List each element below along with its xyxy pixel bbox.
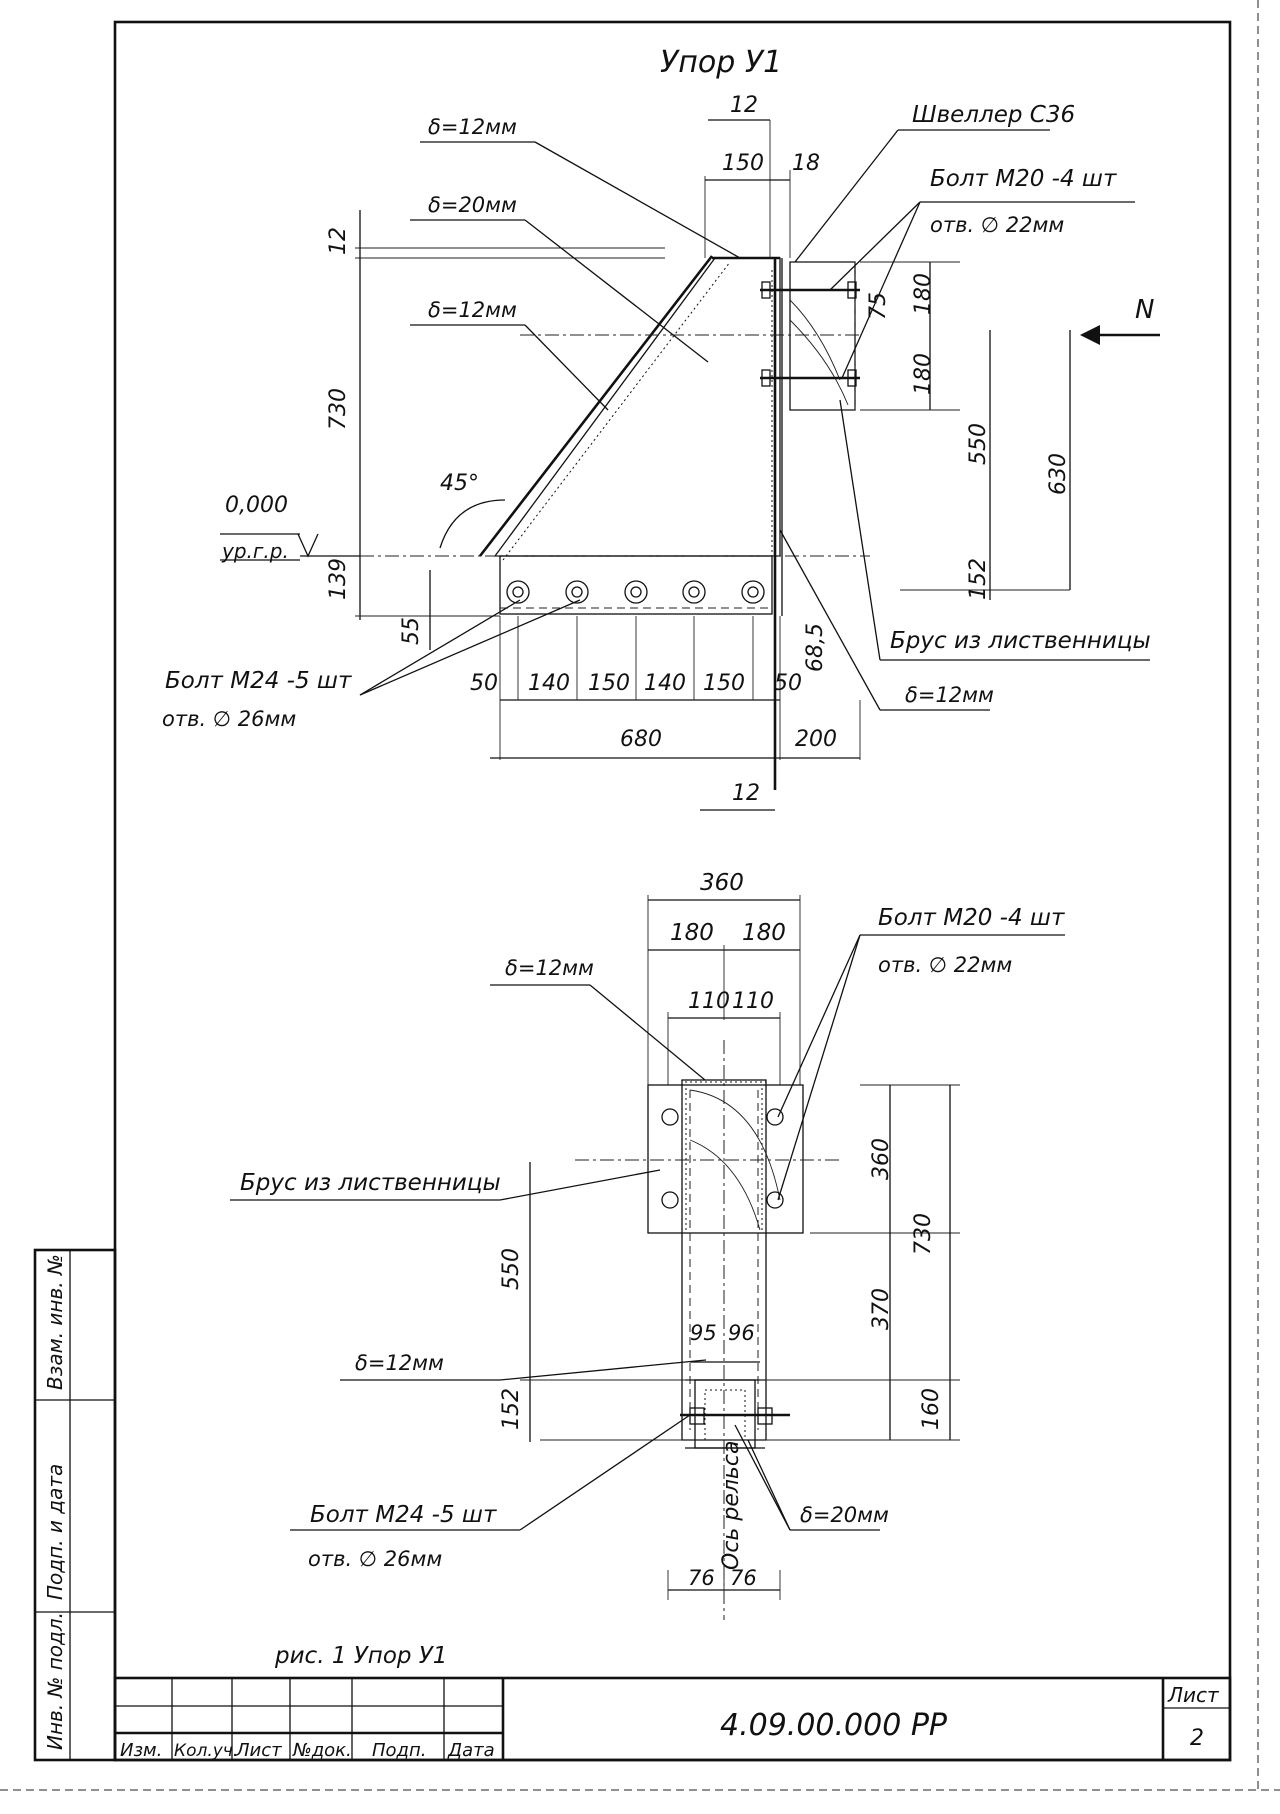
side-dimensions xyxy=(355,119,1071,811)
dim-b150a: 150 xyxy=(588,671,630,696)
dim-r180a: 180 xyxy=(911,273,936,315)
force-label: N xyxy=(1135,295,1154,325)
base-beam xyxy=(499,555,773,615)
side-leaders xyxy=(359,129,1150,711)
dim-w180a: 180 xyxy=(670,920,714,946)
side-view: 0,000 ур.г.р. 45° N xyxy=(162,93,1160,811)
dim-b680: 680 xyxy=(620,727,662,752)
dim-w360: 360 xyxy=(700,870,744,896)
label-rail-axis: Ось рельса xyxy=(719,1441,744,1570)
dim-w110b: 110 xyxy=(732,989,774,1014)
dim-w18: 18 xyxy=(792,151,820,176)
col-koluch: Кол.уч. xyxy=(174,1741,238,1761)
label-bolt-m20: Болт М20 -4 шт xyxy=(930,166,1117,192)
dim-h730: 730 xyxy=(911,1213,936,1255)
col-izm: Изм. xyxy=(120,1740,162,1761)
dim-l550: 550 xyxy=(499,1248,524,1290)
label-plan-plate-bottom: δ=20мм xyxy=(800,1503,889,1527)
dim-w76b: 76 xyxy=(730,1566,757,1590)
label-plate-12-slope: δ=12мм xyxy=(428,298,517,322)
plan-view: 360 180 180 110 110 360 730 370 160 550 … xyxy=(230,870,1065,1620)
col-data: Дата xyxy=(447,1740,495,1761)
label-plan-bolt-m24: Болт М24 -5 шт xyxy=(310,1502,497,1528)
document-code: 4.09.00.000 РР xyxy=(720,1708,948,1743)
dim-top-12: 12 xyxy=(730,93,758,118)
label-plan-timber: Брус из лиственницы xyxy=(240,1170,501,1196)
label-plate-12-right: δ=12мм xyxy=(905,683,994,707)
dim-r630: 630 xyxy=(1046,453,1071,495)
dim-w150: 150 xyxy=(722,151,764,176)
channel-flange xyxy=(647,1084,804,1234)
dim-w96: 96 xyxy=(728,1321,755,1345)
dim-h730: 730 xyxy=(326,388,351,430)
label-bolt-m24: Болт М24 -5 шт xyxy=(165,668,352,694)
dim-w180b: 180 xyxy=(742,920,786,946)
bolts-m20-plan xyxy=(661,1108,784,1209)
channel-c36 xyxy=(789,261,856,411)
dim-w76a: 76 xyxy=(688,1566,715,1590)
plan-leaders xyxy=(230,934,1065,1531)
label-hole-26: отв. ∅ 26мм xyxy=(162,707,296,731)
label-plan-plate-top: δ=12мм xyxy=(505,956,594,980)
dim-b150b: 150 xyxy=(703,671,745,696)
dim-b50b: 50 xyxy=(774,671,802,696)
gusset-plate xyxy=(493,257,781,557)
stamp-inv-original: Инв. № подл. xyxy=(43,1612,67,1750)
stamp-sign-date: Подп. и дата xyxy=(43,1464,67,1600)
bolt-m24-row xyxy=(506,580,765,604)
level-label: ур.г.р. xyxy=(221,539,289,563)
label-plan-hole-22: отв. ∅ 22мм xyxy=(878,953,1012,977)
ground-level-mark: 0,000 ур.г.р. xyxy=(220,493,360,563)
dim-l152: 152 xyxy=(499,1388,524,1430)
dim-w110a: 110 xyxy=(688,989,730,1014)
dim-h370: 370 xyxy=(869,1288,894,1330)
label-plan-hole-26: отв. ∅ 26мм xyxy=(308,1547,442,1571)
dim-b200: 200 xyxy=(795,727,837,752)
sheet-number: 2 xyxy=(1190,1726,1204,1751)
stamp-replace-inv: Взам. инв. № xyxy=(43,1254,67,1390)
dim-r152: 152 xyxy=(966,558,991,600)
side-stamp: Взам. инв. № Подп. и дата Инв. № подл. xyxy=(33,1248,117,1762)
sheet-label: Лист xyxy=(1167,1683,1220,1707)
col-ndok: №док. xyxy=(292,1740,352,1761)
label-plate-12-top: δ=12мм xyxy=(428,115,517,139)
angle-label: 45° xyxy=(440,471,479,496)
dim-r180b: 180 xyxy=(911,353,936,395)
dim-h160: 160 xyxy=(919,1388,944,1430)
col-podp: Подп. xyxy=(372,1740,426,1761)
dim-b140b: 140 xyxy=(644,671,686,696)
dim-h360: 360 xyxy=(869,1138,894,1180)
label-plan-plate-mid: δ=12мм xyxy=(355,1351,444,1375)
dim-b12: 12 xyxy=(732,781,760,806)
dim-h12: 12 xyxy=(326,227,351,255)
label-plan-bolt-m20: Болт М20 -4 шт xyxy=(878,905,1065,931)
dim-b68: 68,5 xyxy=(803,623,828,672)
drawing-title: Упор У1 xyxy=(660,45,782,80)
figure-caption: рис. 1 Упор У1 xyxy=(274,1643,447,1669)
force-arrow: N xyxy=(1080,295,1160,345)
level-value: 0,000 xyxy=(225,493,288,518)
label-hole-22: отв. ∅ 22мм xyxy=(930,213,1064,237)
dim-h139: 139 xyxy=(326,558,351,600)
title-block: Изм. Кол.уч. Лист №док. Подп. Дата 4.09.… xyxy=(113,1676,1232,1762)
label-plate-20: δ=20мм xyxy=(428,193,517,217)
plan-dimensions xyxy=(520,895,960,1600)
dim-b50a: 50 xyxy=(470,671,498,696)
label-channel: Швеллер С36 xyxy=(912,102,1075,128)
label-timber: Брус из лиственницы xyxy=(890,628,1151,654)
dim-h55: 55 xyxy=(399,617,424,645)
dim-r550: 550 xyxy=(966,423,991,465)
bolt-m20-top xyxy=(760,281,860,387)
dim-w95: 95 xyxy=(690,1321,717,1345)
col-list: Лист xyxy=(235,1740,282,1761)
sloped-plate xyxy=(478,255,714,557)
dim-b140a: 140 xyxy=(528,671,570,696)
